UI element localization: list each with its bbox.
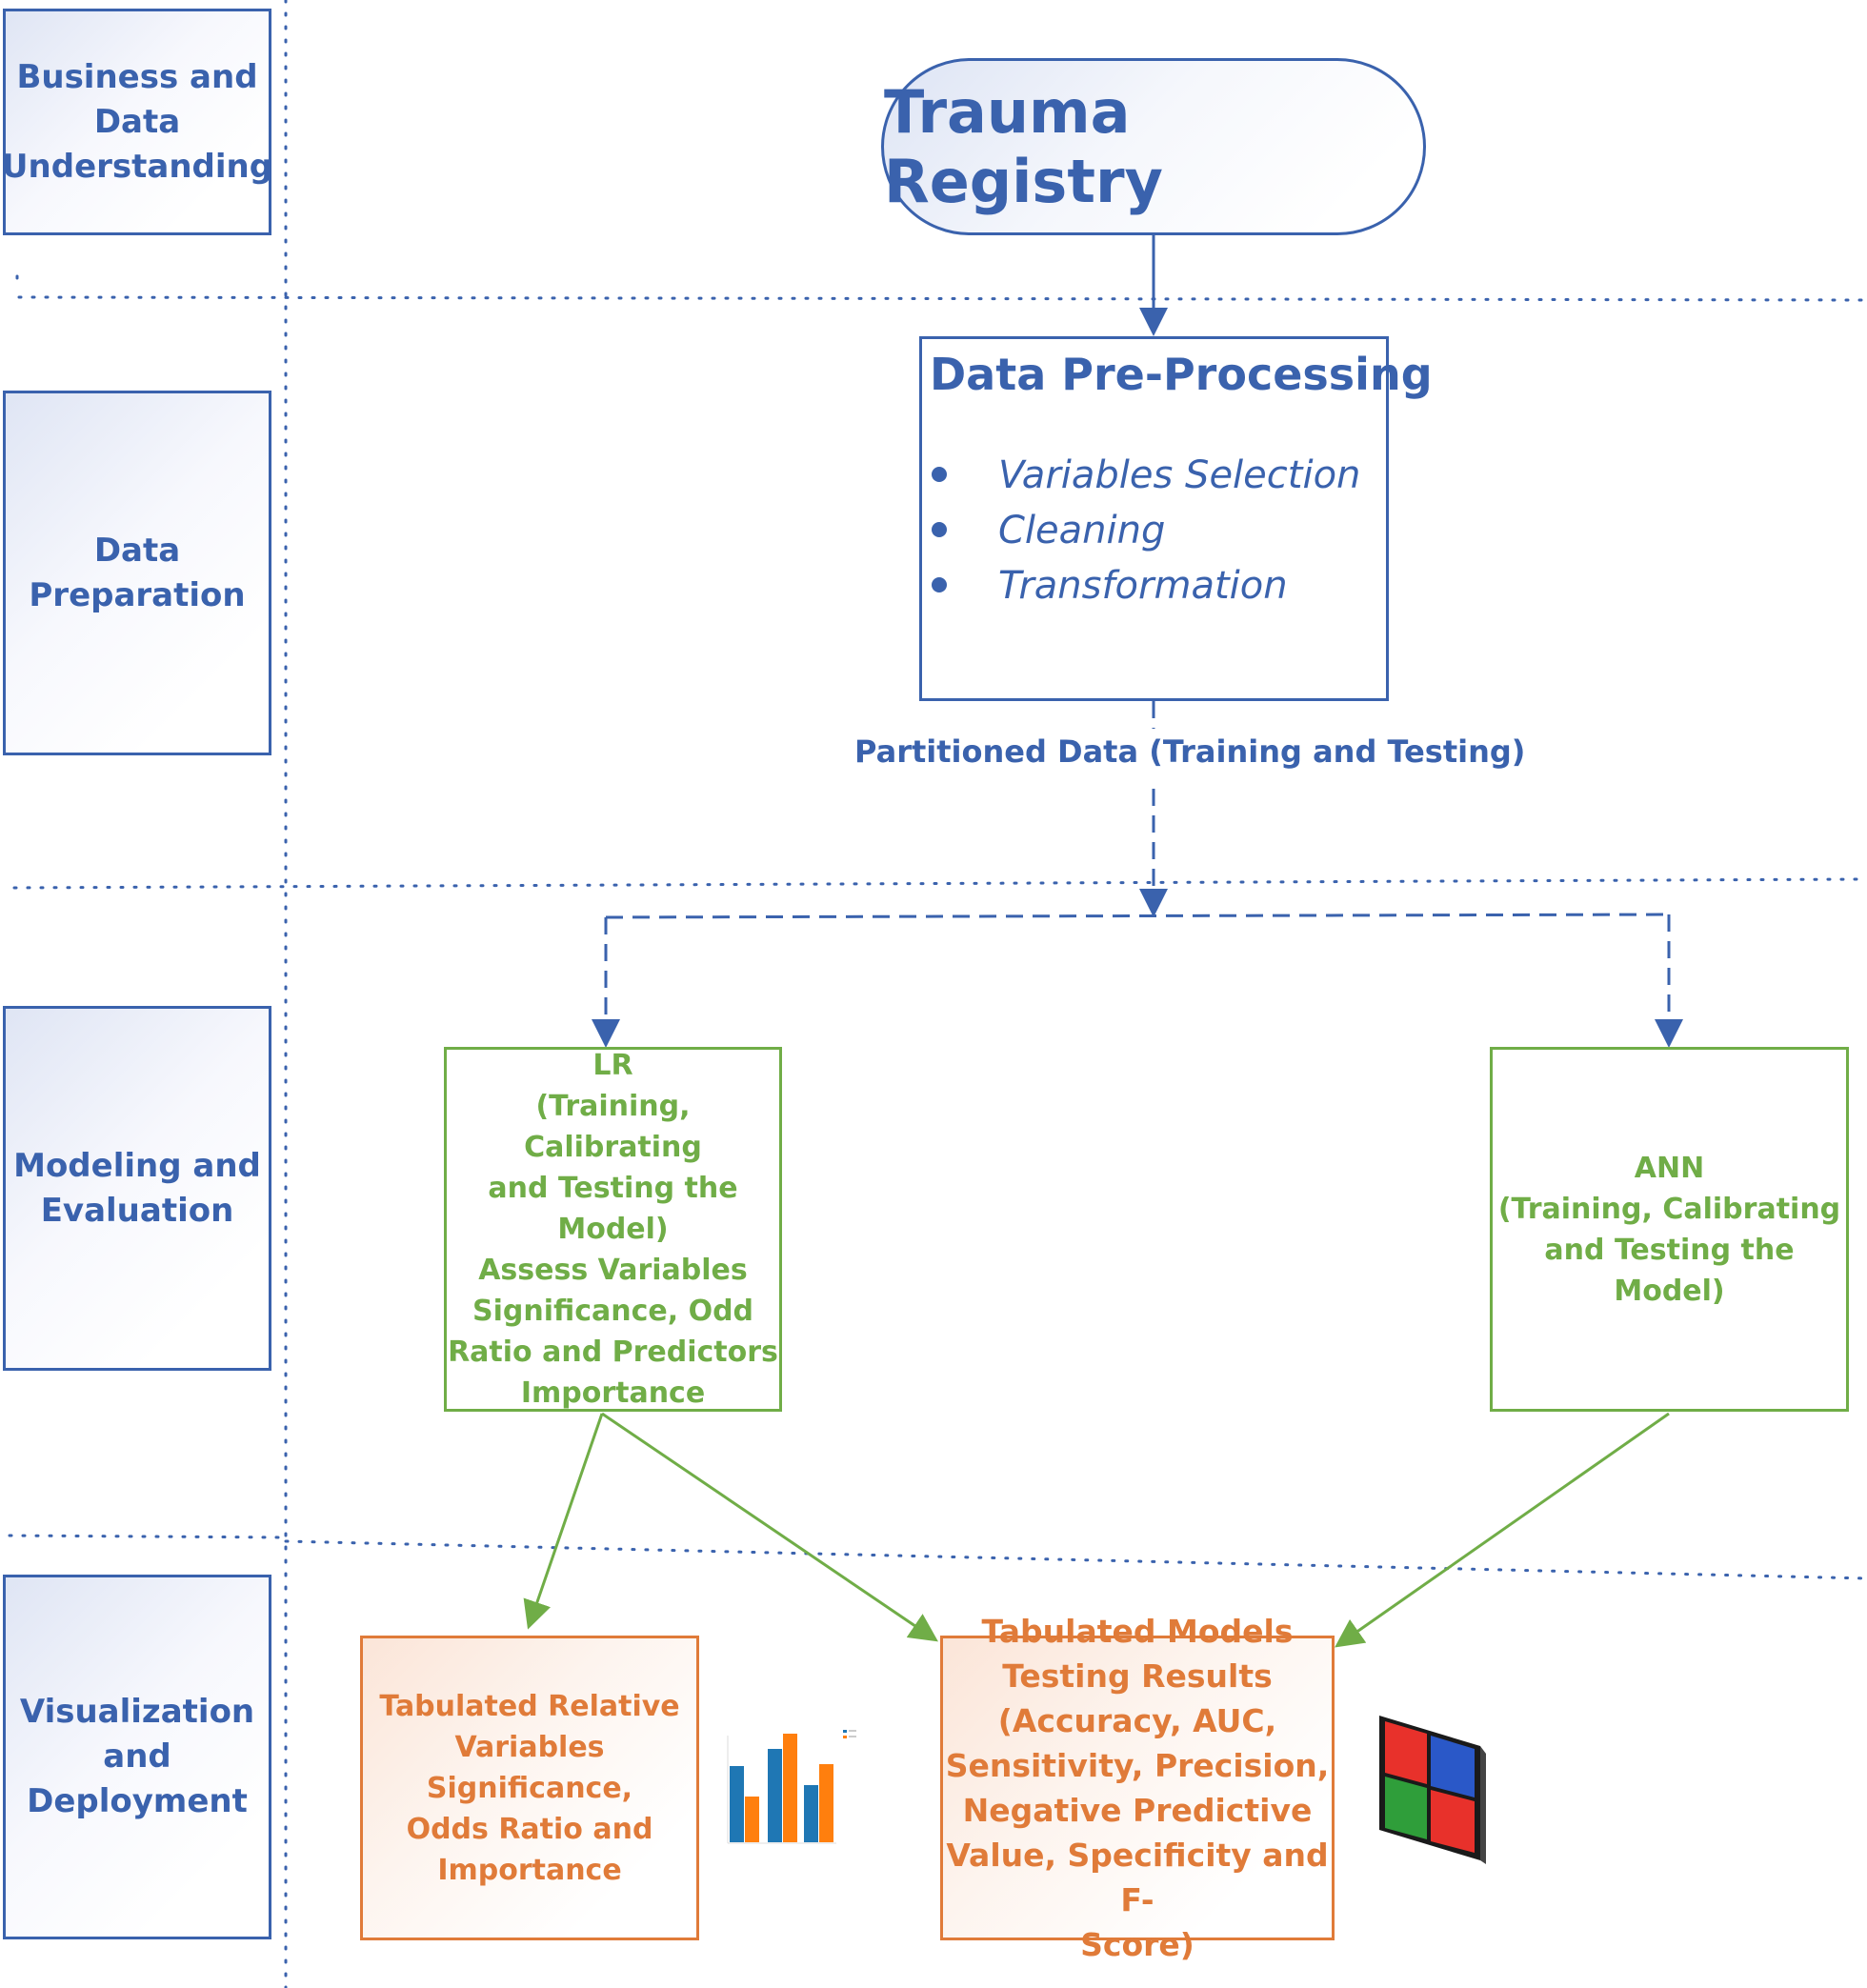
phase-label-line: Understanding — [1, 147, 273, 186]
ann-model-node: ANN (Training, Calibrating and Testing t… — [1490, 1047, 1849, 1412]
partition-label: Partitioned Data (Training and Testing) — [854, 733, 1526, 770]
lr-line: Significance, Odd — [472, 1295, 754, 1328]
lr-line: (Training, Calibrating — [524, 1090, 702, 1164]
lr-line: and Testing the — [488, 1172, 738, 1205]
lr-line: Ratio and Predictors — [448, 1335, 778, 1369]
phase-label-line: Data — [93, 531, 181, 570]
preprocessing-title: Data Pre-Processing — [930, 349, 1433, 400]
arrow-lr-to-relative — [523, 1413, 604, 1630]
results-line: Tabulated Models — [981, 1613, 1294, 1650]
colored-matrix-tiles-icon — [1379, 1716, 1486, 1864]
phase-data-preparation: Data Preparation — [3, 391, 271, 755]
lr-line: Importance — [520, 1376, 706, 1410]
phase-visualization-deployment: Visualization and Deployment — [3, 1575, 271, 1939]
preprocessing-step-label: Variables Selection — [998, 453, 1361, 497]
phase-modeling-evaluation: Modeling and Evaluation — [3, 1006, 271, 1371]
separator-3 — [284, 1539, 1867, 1580]
arrow-lr-to-results — [601, 1412, 938, 1642]
phase-label-line: Visualization — [19, 1693, 255, 1731]
preprocessing-step-label: Cleaning — [998, 509, 1166, 552]
preprocessing-step: Cleaning — [932, 503, 1360, 558]
relative-line: Variables Significance, — [426, 1730, 633, 1805]
phase-business-understanding: Business and Data Understanding — [1, 9, 273, 235]
lr-line: LR — [592, 1049, 633, 1082]
separator-2 — [12, 877, 1864, 890]
bullet-icon — [932, 577, 947, 592]
results-line: Negative Predictive — [962, 1792, 1313, 1829]
results-line: Testing Results — [1002, 1657, 1273, 1695]
separator-1 — [17, 295, 1864, 302]
phase-label-line: Modeling and — [13, 1146, 261, 1185]
results-line: Value, Specificity and F- — [946, 1837, 1329, 1918]
ann-line: and Testing the Model) — [1544, 1233, 1795, 1308]
results-line: (Accuracy, AUC, — [997, 1702, 1277, 1739]
relative-significance-node: Tabulated Relative Variables Significanc… — [360, 1636, 699, 1940]
results-line: Score) — [1080, 1926, 1194, 1963]
relative-line: Odds Ratio and — [406, 1812, 653, 1846]
separator-3 — [8, 1534, 288, 1539]
data-preprocessing-node: Data Pre-Processing Variables Selection … — [919, 336, 1433, 701]
phase-label-line: and — [103, 1737, 171, 1776]
arrow-ann-to-results — [1335, 1412, 1670, 1648]
lr-line: Model) — [557, 1213, 669, 1246]
bar-chart-thumbnail-icon — [727, 1730, 856, 1844]
phase-label-line: Evaluation — [40, 1191, 234, 1230]
preprocessing-step: Variables Selection — [932, 448, 1360, 503]
ann-line: ANN — [1634, 1151, 1705, 1185]
trauma-registry-node: Trauma Registry — [881, 58, 1426, 235]
phase-label-line: Business and — [16, 57, 258, 96]
phase-label-line: Preparation — [29, 575, 246, 614]
models-testing-results-node: Tabulated Models Testing Results (Accura… — [940, 1613, 1335, 1963]
lr-model-node: LR (Training, Calibrating and Testing th… — [444, 1047, 782, 1412]
results-line: Sensitivity, Precision, — [945, 1747, 1330, 1784]
preprocessing-steps: Variables Selection Cleaning Transformat… — [932, 448, 1360, 613]
preprocessing-step: Transformation — [932, 558, 1360, 613]
ann-line: (Training, Calibrating — [1497, 1192, 1841, 1226]
bullet-icon — [932, 467, 947, 482]
trauma-registry-title: Trauma Registry — [884, 77, 1163, 216]
bullet-icon — [932, 522, 947, 537]
dashed-split-horizontal — [605, 913, 1670, 919]
phase-label-line: Deployment — [27, 1782, 248, 1820]
relative-line: Importance — [437, 1853, 622, 1887]
phase-label-line: Data — [93, 102, 181, 141]
preprocessing-step-label: Transformation — [998, 564, 1288, 608]
lr-line: Assess Variables — [478, 1254, 748, 1287]
relative-line: Tabulated Relative — [379, 1689, 680, 1723]
